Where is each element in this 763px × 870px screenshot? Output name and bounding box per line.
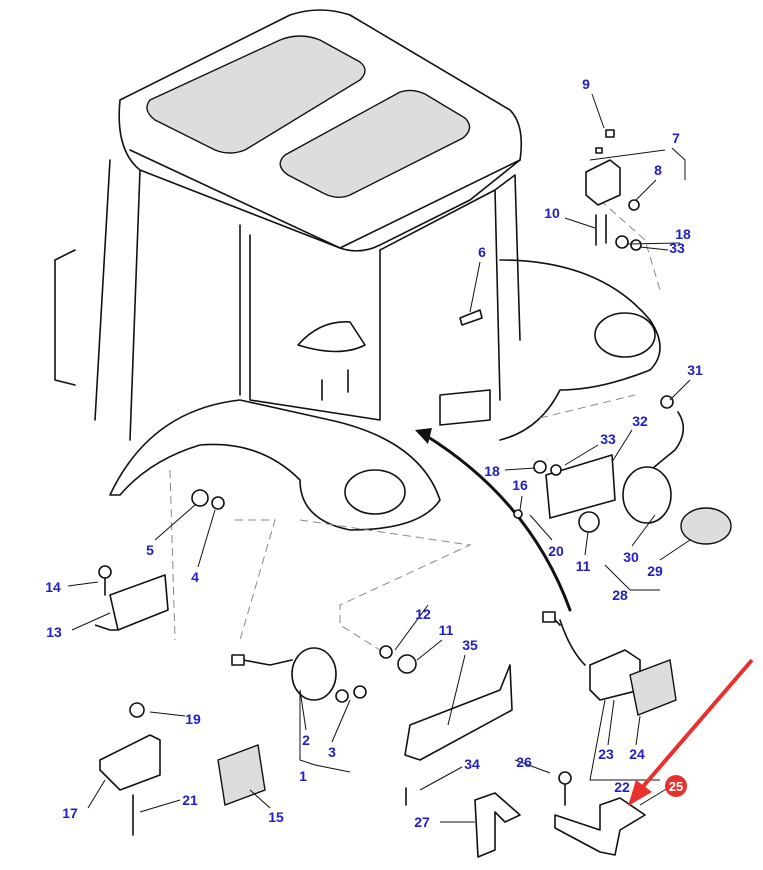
callout-18[interactable]: 18: [484, 463, 500, 479]
red-pointer-arrow: [638, 658, 754, 792]
callout-12[interactable]: 12: [415, 606, 431, 622]
callout-3[interactable]: 3: [328, 744, 336, 760]
callout-25: 25: [669, 779, 683, 794]
callout-10[interactable]: 10: [544, 205, 560, 221]
callout-2[interactable]: 2: [302, 732, 310, 748]
callout-1[interactable]: 1: [299, 768, 307, 784]
callout-32[interactable]: 32: [632, 413, 648, 429]
callout-34[interactable]: 34: [464, 756, 480, 772]
callout-35[interactable]: 35: [462, 637, 478, 653]
red-arrow-head: [628, 780, 652, 806]
callout-31[interactable]: 31: [687, 362, 703, 378]
callout-33[interactable]: 33: [669, 240, 685, 256]
highlighted-callout[interactable]: 25: [665, 775, 687, 797]
leader-lines: [67, 93, 691, 823]
callout-24[interactable]: 24: [629, 746, 645, 762]
callout-11[interactable]: 11: [439, 622, 454, 638]
callout-22[interactable]: 22: [614, 779, 630, 795]
callout-26[interactable]: 26: [516, 754, 532, 770]
callout-16[interactable]: 16: [512, 477, 528, 493]
dashed-leader: [169, 199, 661, 651]
callout-15[interactable]: 15: [268, 809, 284, 825]
callout-4[interactable]: 4: [191, 569, 199, 585]
curved-arrow: [423, 433, 572, 612]
callout-5[interactable]: 5: [146, 542, 154, 558]
parts: [94, 129, 732, 858]
callout-7[interactable]: 7: [672, 130, 680, 146]
callout-19[interactable]: 19: [185, 711, 201, 727]
cab-roof: [118, 9, 523, 252]
callout-33[interactable]: 33: [600, 431, 616, 447]
callout-29[interactable]: 29: [647, 563, 663, 579]
callout-27[interactable]: 27: [414, 814, 430, 830]
highlight-circle: [665, 775, 687, 797]
callout-11[interactable]: 11: [576, 558, 591, 574]
callout-6[interactable]: 6: [478, 244, 486, 260]
callout-21[interactable]: 21: [182, 792, 198, 808]
callout-20[interactable]: 20: [548, 543, 564, 559]
callout-18[interactable]: 18: [675, 226, 691, 242]
callout-13[interactable]: 13: [46, 624, 62, 640]
callout-17[interactable]: 17: [62, 805, 78, 821]
callout-23[interactable]: 23: [598, 746, 614, 762]
callout-8[interactable]: 8: [654, 162, 662, 178]
callout-28[interactable]: 28: [612, 587, 628, 603]
callout-14[interactable]: 14: [45, 579, 61, 595]
callout-9[interactable]: 9: [582, 76, 590, 92]
callout-30[interactable]: 30: [623, 549, 639, 565]
cab-body: [54, 159, 521, 441]
fenders: [109, 259, 661, 531]
arrow-head: [415, 428, 432, 444]
